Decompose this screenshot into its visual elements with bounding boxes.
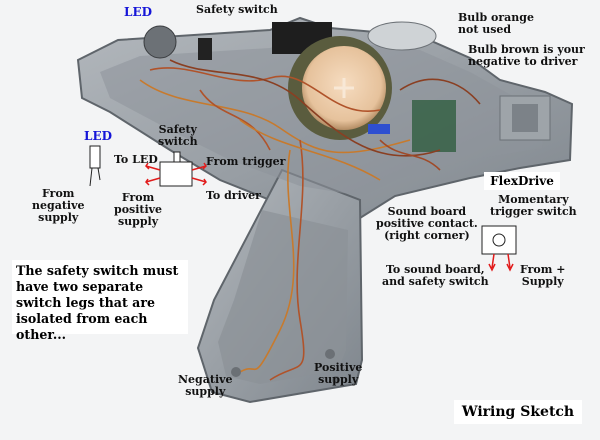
handle-cavity xyxy=(218,210,348,384)
screw-hole xyxy=(325,349,335,359)
led-top-label: LED xyxy=(124,5,152,19)
bulb-brown-label: Bulb brown is your negative to driver xyxy=(468,43,585,68)
led-socket xyxy=(143,25,177,59)
sound-board-contact-label: Sound board positive contact. (right cor… xyxy=(376,205,478,242)
note-box xyxy=(12,260,188,334)
circuit-board xyxy=(412,100,456,152)
safety-switch-small-label: Safety switch xyxy=(158,123,198,148)
from-positive-supply-label: From positive supply xyxy=(114,191,163,228)
from-trigger-label: From trigger xyxy=(206,155,286,168)
from-plus-supply-label: From + Supply xyxy=(520,263,566,288)
sketch-safety-switch xyxy=(159,151,193,187)
sketch-trigger-switch xyxy=(481,225,517,272)
led-small-label: LED xyxy=(84,129,112,143)
safety-switch-note: The safety switch must have two separate… xyxy=(16,263,179,342)
to-led-label: To LED xyxy=(114,153,158,166)
screw-hole xyxy=(332,376,340,384)
blue-chip xyxy=(368,124,390,134)
negative-supply-label: Negative supply xyxy=(178,373,233,398)
safety-switch-top-label: Safety switch xyxy=(196,3,278,16)
bulb-chrome xyxy=(367,21,437,51)
wiring-sketch-title: Wiring Sketch xyxy=(454,400,582,424)
sketch-red-arrows-left xyxy=(145,162,207,186)
flexdrive-label: FlexDrive xyxy=(484,172,560,190)
from-negative-supply-label: From negative supply xyxy=(32,187,85,224)
speaker-plus xyxy=(334,78,354,98)
wires xyxy=(139,59,481,381)
to-sound-board-label: To sound board, and safety switch xyxy=(382,263,489,288)
bulb-orange-label: Bulb orange not used xyxy=(458,11,534,36)
sketch-led-symbol xyxy=(89,145,101,187)
momentary-trigger-label: Momentary trigger switch xyxy=(490,193,577,218)
right-clip-slot xyxy=(512,104,538,132)
to-driver-label: To driver xyxy=(206,189,261,202)
screw-hole xyxy=(231,367,241,377)
positive-supply-label: Positive supply xyxy=(314,361,363,386)
safety-switch-body xyxy=(198,38,212,60)
